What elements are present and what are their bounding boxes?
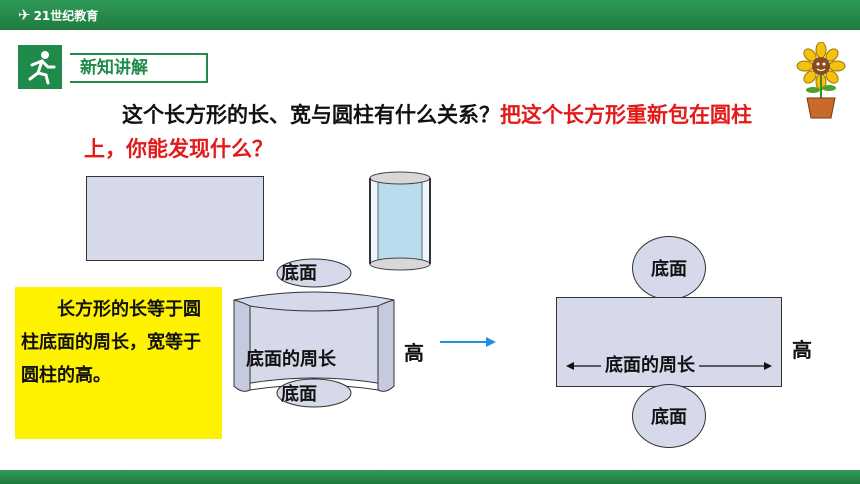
rectangle-shape bbox=[86, 176, 264, 261]
arrow-right-icon bbox=[440, 337, 496, 347]
cylinder-height-label: 高 bbox=[404, 341, 424, 365]
net-circumference-label: 底面的周长 bbox=[601, 351, 699, 377]
cylinder-icon bbox=[369, 171, 431, 271]
question-red: 把这个长方形重新包在圆柱上，你能发现什么？ bbox=[84, 103, 752, 161]
cylinder-top-ellipse bbox=[276, 258, 352, 288]
answer-rest: 等于圆柱底面的周长，宽等于圆柱的高。 bbox=[21, 299, 201, 386]
brand-logo: ✈ 21世纪教育 bbox=[18, 4, 98, 26]
answer-box: 长方形的长等于圆柱底面的周长，宽等于圆柱的高。 bbox=[15, 287, 222, 439]
net-bottom-circle: 底面 bbox=[632, 384, 706, 448]
answer-line-1: 长方形的长 bbox=[57, 299, 147, 320]
question-black: 这个长方形的长、宽与圆柱有什么关系？ bbox=[122, 103, 500, 127]
brand-logo-text: 21世纪教育 bbox=[33, 8, 99, 23]
cylinder-top-label: 底面 bbox=[281, 263, 317, 284]
top-bar: ✈ 21世纪教育 bbox=[0, 0, 860, 30]
net-bottom-label: 底面 bbox=[651, 407, 687, 428]
runner-logo-icon: ✈ bbox=[18, 6, 31, 24]
net-top-circle: 底面 bbox=[632, 236, 706, 300]
flower-pot-icon bbox=[796, 42, 846, 119]
section-badge-square bbox=[18, 45, 62, 89]
net-height-label: 高 bbox=[792, 338, 812, 362]
cylinder-circumference-label: 底面的周长 bbox=[246, 349, 336, 370]
net-top-label: 底面 bbox=[651, 259, 687, 280]
bottom-bar bbox=[0, 470, 860, 484]
cylinder-bottom-ellipse bbox=[276, 378, 352, 408]
question-text: 这个长方形的长、宽与圆柱有什么关系？把这个长方形重新包在圆柱上，你能发现什么？ bbox=[84, 98, 774, 166]
section-title: 新知讲解 bbox=[70, 53, 208, 83]
wrapped-rectangle-shape bbox=[233, 291, 395, 392]
runner-icon bbox=[28, 51, 56, 85]
section-badge: 新知讲解 bbox=[18, 45, 208, 89]
cylinder-bottom-label: 底面 bbox=[281, 384, 317, 405]
